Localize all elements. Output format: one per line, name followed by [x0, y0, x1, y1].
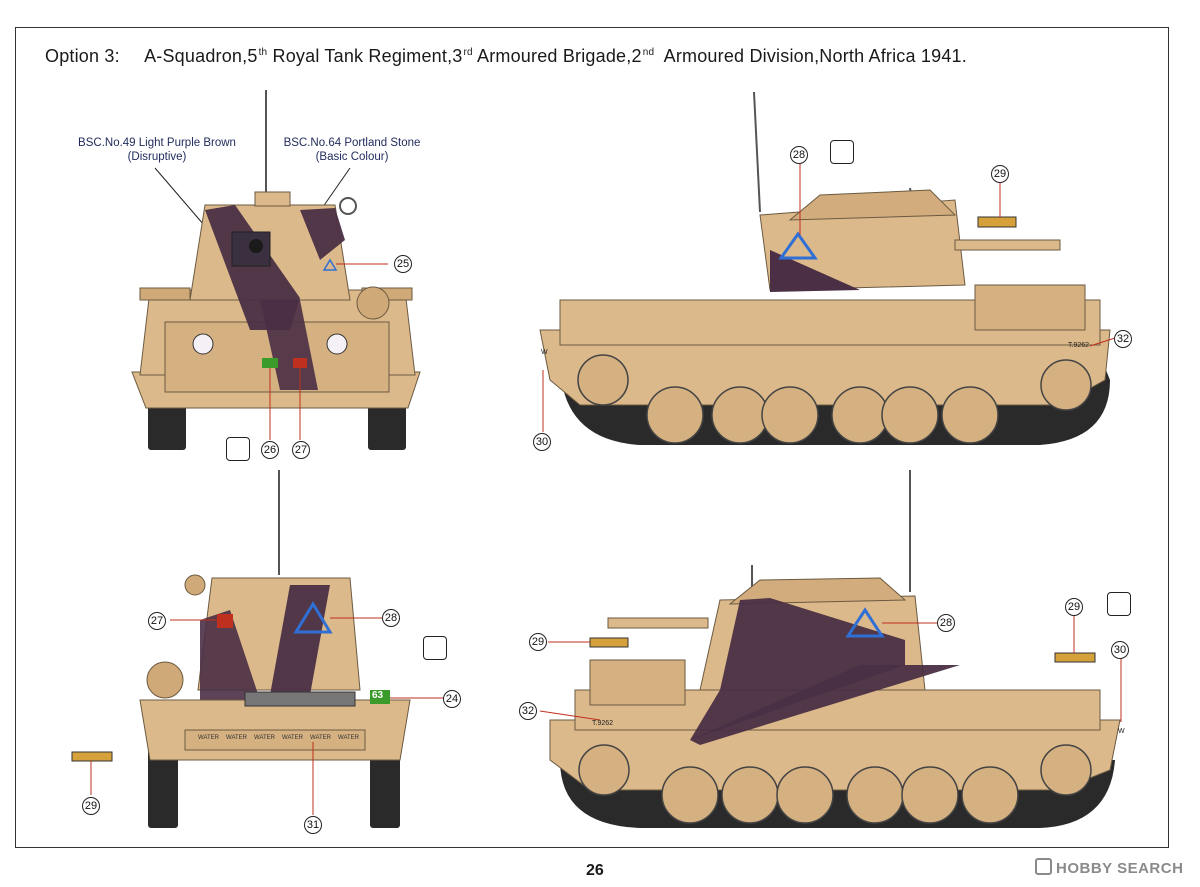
- water-label-1: WATER: [198, 735, 219, 741]
- callout-side-right-32: 32: [1114, 330, 1132, 348]
- w-plate-right: W: [541, 349, 548, 356]
- colour-note-stone: BSC.No.64 Portland Stone (Basic Colour): [262, 136, 442, 164]
- callout-side-left-30: 30: [1111, 641, 1129, 659]
- unit-text-4: Armoured Division,North Africa 1941.: [654, 46, 967, 66]
- unit-sup-2: rd: [463, 47, 473, 58]
- census-number-left: T.9262: [592, 720, 614, 727]
- callout-side-left-28: 28: [937, 614, 955, 632]
- census-number-right: T.9262: [1068, 342, 1090, 349]
- unit-text-3: Armoured Brigade,2: [472, 46, 642, 66]
- hobby-search-logo-icon: [1035, 858, 1052, 875]
- page-number: 26: [586, 862, 604, 879]
- unit-sup-3: nd: [642, 47, 655, 58]
- paint-decal-icon: [226, 437, 250, 461]
- colour-note-purple: BSC.No.49 Light Purple Brown (Disruptive…: [62, 136, 252, 164]
- colour-note-purple-line2: (Disruptive): [127, 151, 187, 163]
- w-plate-left: W: [1118, 728, 1125, 735]
- callout-rear-28: 28: [382, 609, 400, 627]
- colour-note-stone-line2: (Basic Colour): [315, 151, 389, 163]
- callout-front-26: 26: [261, 441, 279, 459]
- callout-side-right-28: 28: [790, 146, 808, 164]
- water-label-4: WATER: [282, 735, 303, 741]
- watermark: HOBBY SEARCH: [1035, 858, 1183, 877]
- callout-rear-27: 27: [148, 612, 166, 630]
- callout-side-right-29: 29: [991, 165, 1009, 183]
- callout-rear-29: 29: [82, 797, 100, 815]
- callout-side-left-29b: 29: [1065, 598, 1083, 616]
- water-label-3: WATER: [254, 735, 275, 741]
- water-label-6: WATER: [338, 735, 359, 741]
- callout-rear-24: 24: [443, 690, 461, 708]
- paint-decal-icon: [830, 140, 854, 164]
- unit-text-1: A-Squadron,5: [144, 46, 258, 66]
- unit-sup-1: th: [258, 47, 268, 58]
- colour-note-stone-line1: BSC.No.64 Portland Stone: [283, 137, 421, 149]
- callout-side-left-32: 32: [519, 702, 537, 720]
- option-heading: Option 3: A-Squadron,5th Royal Tank Regi…: [45, 46, 967, 67]
- page-frame: [15, 27, 1169, 848]
- water-label-2: WATER: [226, 735, 247, 741]
- callout-side-right-30: 30: [533, 433, 551, 451]
- tactical-number-rear: 63: [372, 690, 384, 701]
- paint-decal-icon: [423, 636, 447, 660]
- water-label-5: WATER: [310, 735, 331, 741]
- colour-note-purple-line1: BSC.No.49 Light Purple Brown: [78, 137, 236, 149]
- callout-front-25: 25: [394, 255, 412, 273]
- callout-rear-31: 31: [304, 816, 322, 834]
- callout-side-left-29a: 29: [529, 633, 547, 651]
- unit-text-2: Royal Tank Regiment,3: [267, 46, 463, 66]
- callout-front-27: 27: [292, 441, 310, 459]
- paint-decal-icon: [1107, 592, 1131, 616]
- option-label: Option 3:: [45, 46, 120, 66]
- watermark-text: HOBBY SEARCH: [1056, 860, 1184, 877]
